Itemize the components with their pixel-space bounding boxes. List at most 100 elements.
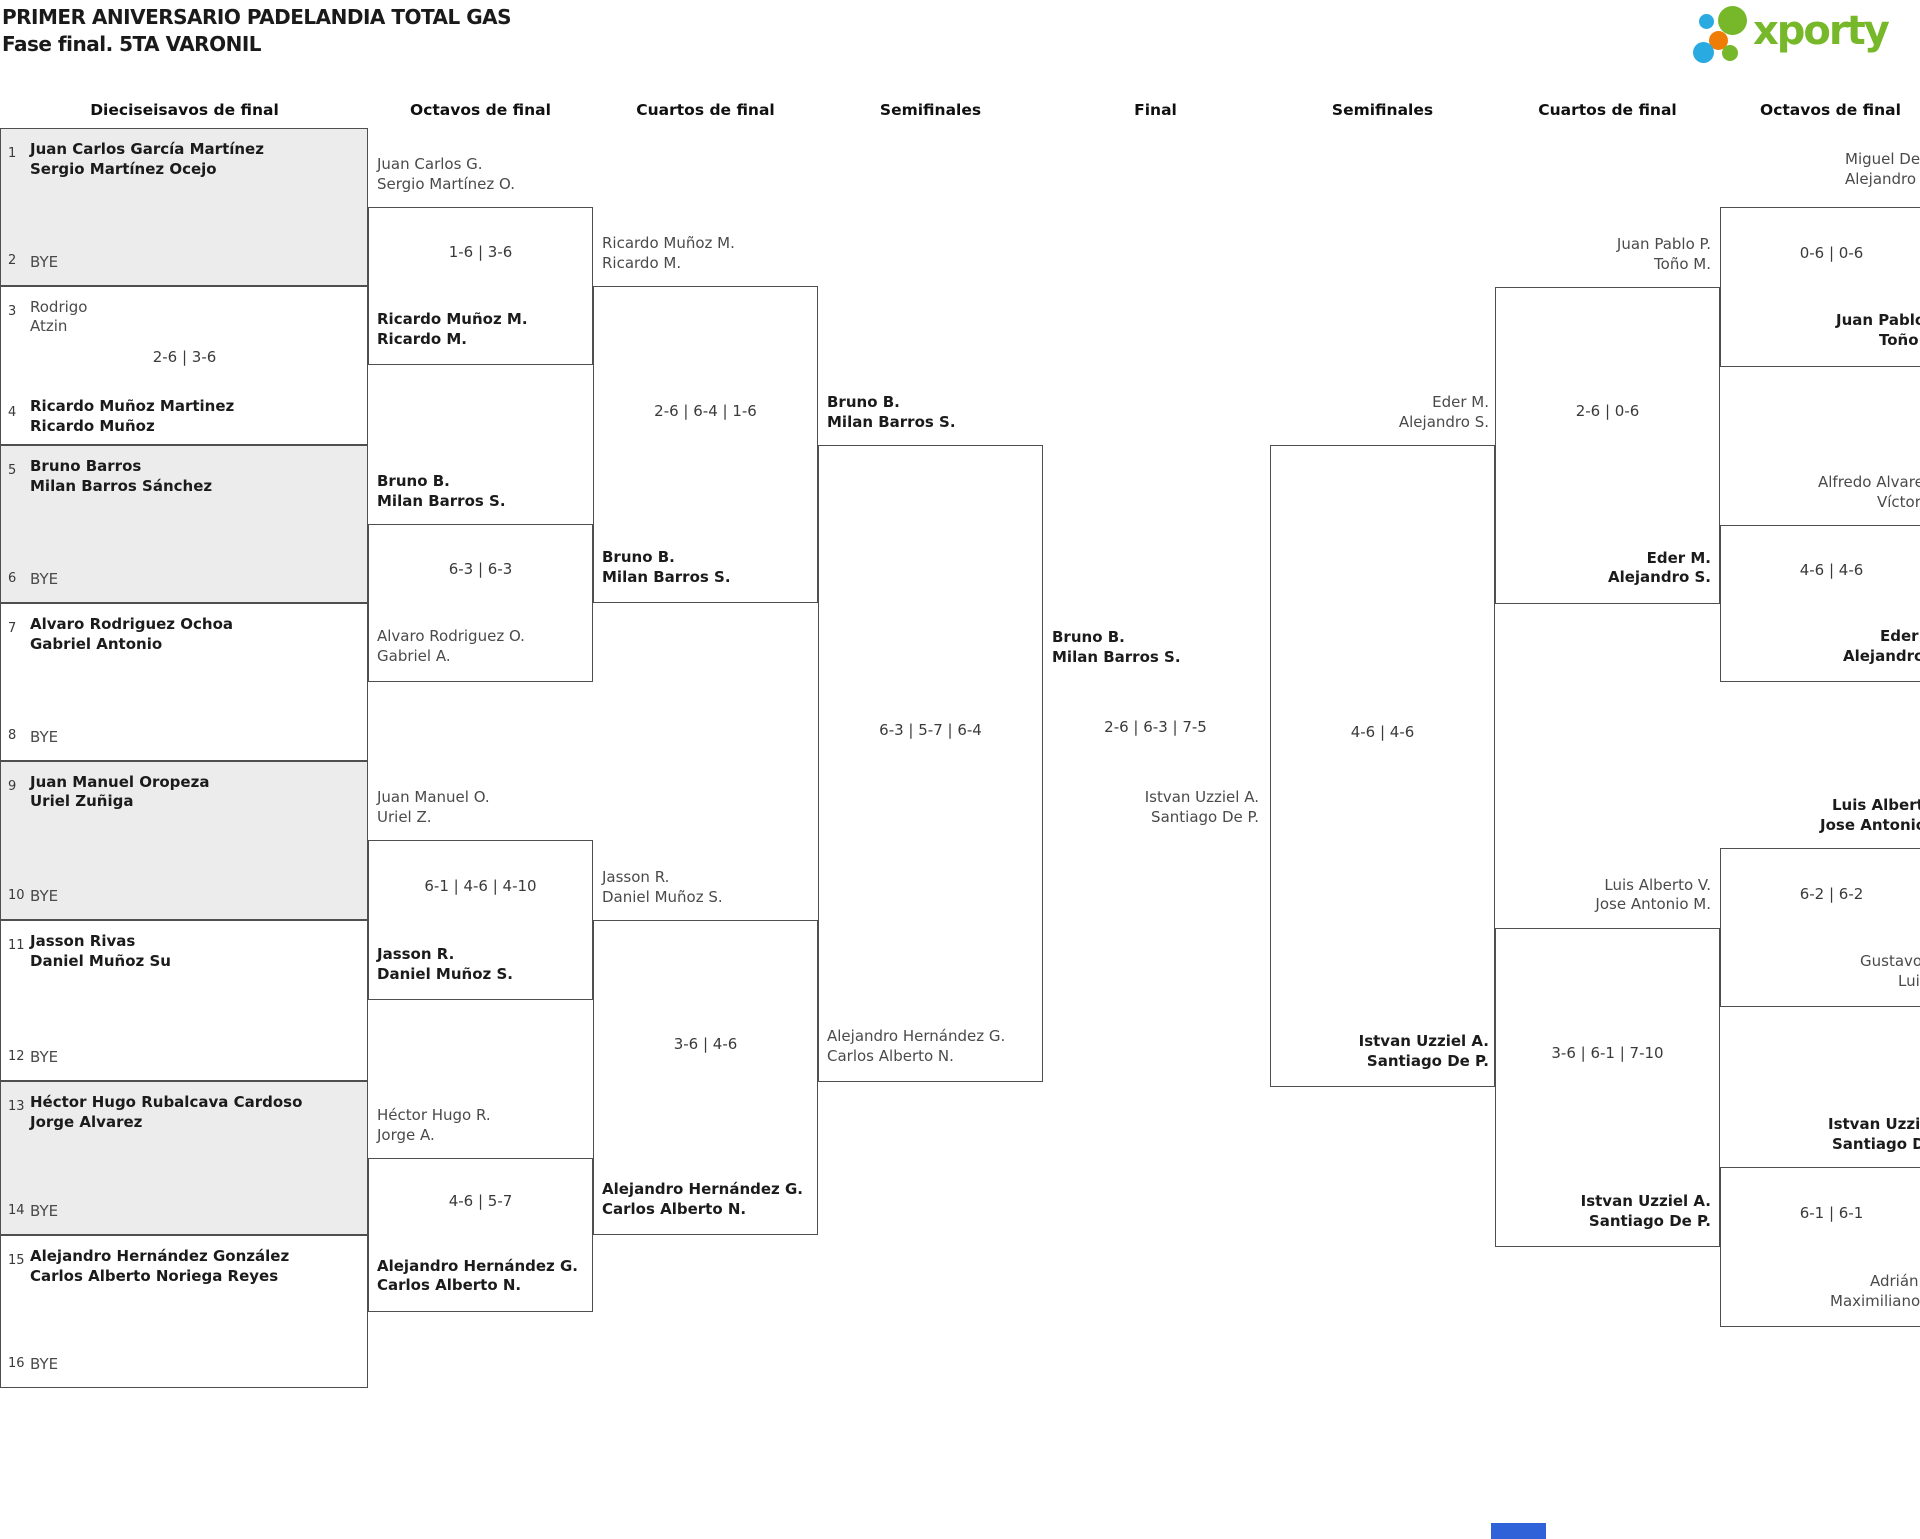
team-name: Gustavo xyxy=(1860,952,1920,970)
match-box-sf-right xyxy=(1270,445,1495,1087)
round-header-6: Semifinales xyxy=(1331,101,1434,119)
match-score: 4-6 | 4-6 xyxy=(1350,723,1415,741)
seed-number: 11 xyxy=(8,938,25,953)
bye-label: BYE xyxy=(30,570,59,588)
match-score: 1-6 | 3-6 xyxy=(448,243,513,261)
seed-number: 13 xyxy=(8,1099,25,1114)
logo-dot-orange-icon xyxy=(1709,31,1728,50)
team-name: Ricardo M. xyxy=(377,329,467,348)
team-name: Alejandro Hernández González xyxy=(30,1247,290,1265)
team-name: Milan Barros S. xyxy=(602,567,731,586)
round-header-5: Final xyxy=(1134,101,1177,119)
bye-label: BYE xyxy=(30,1202,59,1220)
team-name: Héctor Hugo R. xyxy=(377,1106,491,1124)
seed-number: 6 xyxy=(8,570,17,586)
team-name: Santiago De P. xyxy=(1588,1211,1711,1230)
match-box-r16-right-4 xyxy=(1720,1167,1920,1327)
team-name: Bruno B. xyxy=(602,548,675,566)
team-name: Maximiliano xyxy=(1830,1291,1920,1310)
team-name: Ricardo Muñoz Martinez xyxy=(30,397,235,415)
bye-label: BYE xyxy=(30,1355,59,1373)
match-box-r16-right-3 xyxy=(1720,848,1920,1007)
team-name: Carlos Alberto N. xyxy=(377,1276,522,1294)
match-box-r32-8 xyxy=(0,1235,368,1388)
team-name: Alejandro xyxy=(1843,646,1920,665)
match-box-r32-7 xyxy=(0,1081,368,1235)
team-name: Daniel Muñoz S. xyxy=(602,887,723,906)
match-score: 3-6 | 4-6 xyxy=(673,1034,738,1053)
match-box-r32-3 xyxy=(0,445,368,603)
team-name: Alejandro S. xyxy=(1607,568,1711,586)
match-box-r16-left-3 xyxy=(368,840,593,1000)
team-name: Bruno B. xyxy=(827,393,900,411)
team-name: Luis xyxy=(1898,971,1920,990)
team-name: Jose Antonio M. xyxy=(1595,895,1711,913)
logo-dot-green-small-icon xyxy=(1722,45,1738,61)
seed-number: 5 xyxy=(8,463,17,478)
team-name: Juan Manuel Oropeza xyxy=(30,772,210,791)
team-name: Atzin xyxy=(30,317,68,335)
seed-number: 12 xyxy=(8,1048,25,1064)
team-name: Miguel De xyxy=(1845,150,1920,168)
round-header-1: Dieciseisavos de final xyxy=(90,101,279,119)
match-score: 2-6 | 0-6 xyxy=(1575,402,1640,420)
team-name: Héctor Hugo Rubalcava Cardoso xyxy=(30,1093,303,1111)
match-score: 6-3 | 6-3 xyxy=(448,560,513,578)
team-name: Juan Pablo P. xyxy=(1616,235,1711,253)
logo-dot-blue-small-icon xyxy=(1699,14,1714,29)
team-name: Ricardo Muñoz M. xyxy=(602,234,735,252)
seed-number: 14 xyxy=(8,1202,25,1218)
seed-number: 10 xyxy=(8,887,25,903)
match-box-r32-5 xyxy=(0,760,368,920)
team-name: Daniel Muñoz Su xyxy=(30,951,171,970)
match-box-r16-left-1 xyxy=(368,207,593,365)
match-box-r16-left-4 xyxy=(368,1158,593,1312)
team-name: Istvan Uzziel A. xyxy=(1580,1192,1711,1210)
team-name: Alejandro Hernández G. xyxy=(827,1027,1006,1045)
team-name: Santiago De xyxy=(1832,1134,1920,1153)
team-name: Eder M. xyxy=(1432,393,1489,411)
team-name: Bruno B. xyxy=(1052,628,1125,646)
match-score: 6-1 | 4-6 | 4-10 xyxy=(424,877,537,895)
round-header-2: Octavos de final xyxy=(410,101,551,119)
team-name: Uriel Zuñiga xyxy=(30,792,134,810)
team-name: Juan Carlos G. xyxy=(377,155,483,173)
match-score: 3-6 | 6-1 | 7-10 xyxy=(1551,1044,1664,1062)
team-name: Jose Antonio xyxy=(1820,815,1920,834)
match-box-qf-left-1 xyxy=(593,286,818,603)
page-title: PRIMER ANIVERSARIO PADELANDIA TOTAL GAS xyxy=(2,5,512,29)
match-box-r32-2 xyxy=(0,285,368,445)
match-score: 6-1 | 6-1 xyxy=(1799,1204,1864,1222)
team-name: Toño M. xyxy=(1654,254,1711,273)
match-box-r16-left-2 xyxy=(368,524,593,682)
match-score: 2-6 | 3-6 xyxy=(152,348,217,366)
team-name: Milan Barros S. xyxy=(827,412,956,431)
logo-dot-blue-large-icon xyxy=(1693,42,1714,63)
team-name: Milan Barros S. xyxy=(377,491,506,510)
team-name: Alvaro Rodriguez Ochoa xyxy=(30,615,233,633)
logo-wordmark: xporty xyxy=(1753,8,1890,54)
team-name: Juan Manuel O. xyxy=(377,788,490,806)
match-score: 2-6 | 6-3 | 7-5 xyxy=(1104,718,1207,736)
round-header-7: Cuartos de final xyxy=(1538,101,1677,119)
team-name: Alejandro Hernández G. xyxy=(377,1256,579,1275)
match-box-sf-left xyxy=(818,445,1043,1082)
team-name: Luis Alberto xyxy=(1832,796,1920,814)
match-box-r32-1 xyxy=(0,128,368,286)
team-name: Luis Alberto V. xyxy=(1604,875,1711,894)
match-score: 4-6 | 4-6 xyxy=(1799,560,1864,579)
team-name: Adrián xyxy=(1870,1272,1919,1290)
match-score: 2-6 | 6-4 | 1-6 xyxy=(654,401,757,420)
team-name: Jasson R. xyxy=(602,868,670,886)
match-box-r32-4 xyxy=(0,603,368,761)
team-name: Daniel Muñoz S. xyxy=(377,964,513,983)
team-name: Gabriel Antonio xyxy=(30,634,163,653)
team-name: Alfredo Alvare xyxy=(1818,473,1920,491)
team-name: Bruno B. xyxy=(377,472,450,490)
seed-number: 15 xyxy=(8,1253,25,1268)
match-box-r16-right-2 xyxy=(1720,525,1920,682)
team-name: Eder M. xyxy=(1646,548,1711,567)
team-name: Uriel Z. xyxy=(377,807,432,826)
round-header-3: Cuartos de final xyxy=(636,101,775,119)
seed-number: 1 xyxy=(8,146,17,161)
